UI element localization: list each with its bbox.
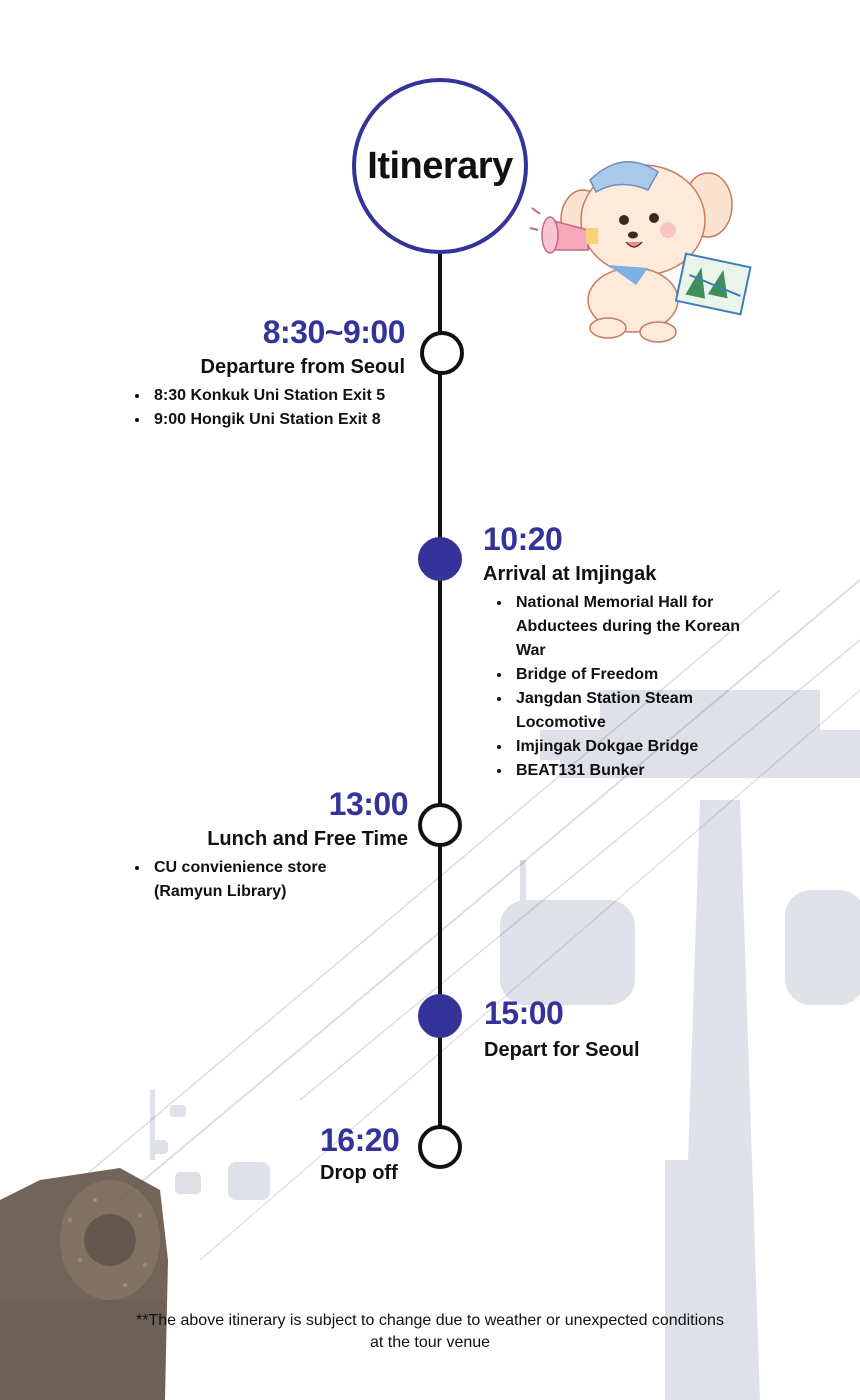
list-item: 8:30 Konkuk Uni Station Exit 5 <box>150 384 405 408</box>
timeline-line <box>438 250 442 1150</box>
list-item: 9:00 Hongik Uni Station Exit 8 <box>150 408 405 432</box>
stop-departure: 8:30~9:00 Departure from Seoul 8:30 Konk… <box>130 314 406 432</box>
list-item: Bridge of Freedom <box>512 663 763 687</box>
stop-heading: Arrival at Imjingak <box>483 563 657 585</box>
timeline-node-3 <box>418 803 462 847</box>
stop-heading: Depart for Seoul <box>484 1039 640 1061</box>
stop-heading: Lunch and Free Time <box>207 828 408 850</box>
stop-time: 10:20 <box>483 521 563 557</box>
timeline-node-4 <box>418 994 462 1038</box>
stop-items: National Memorial Hall for Abductees dur… <box>483 591 763 783</box>
stop-time: 16:20 <box>320 1122 400 1158</box>
stop-lunch: 13:00 Lunch and Free Time CU convienienc… <box>130 786 409 904</box>
stop-heading: Departure from Seoul <box>200 356 405 378</box>
timeline-node-2 <box>418 537 462 581</box>
list-item: BEAT131 Bunker <box>512 759 763 783</box>
title-circle: Itinerary <box>352 78 528 254</box>
stop-time: 8:30~9:00 <box>262 314 406 350</box>
stop-drop-off: 16:20 Drop off <box>320 1122 410 1186</box>
stop-depart-seoul: 15:00 Depart for Seoul <box>484 995 764 1063</box>
list-item: National Memorial Hall for Abductees dur… <box>512 591 763 663</box>
timeline-node-1 <box>420 331 464 375</box>
puppy-mascot-icon <box>529 161 752 343</box>
list-item: Jangdan Station Steam Locomotive <box>512 687 763 735</box>
stop-arrival: 10:20 Arrival at Imjingak National Memor… <box>483 521 763 783</box>
list-item: Imjingak Dokgae Bridge <box>512 735 763 759</box>
stop-items: CU convienience store (Ramyun Library) <box>130 856 365 904</box>
stop-items: 8:30 Konkuk Uni Station Exit 5 9:00 Hong… <box>130 384 405 432</box>
footnote: **The above itinerary is subject to chan… <box>136 1312 724 1351</box>
page-title: Itinerary <box>367 144 513 187</box>
steam-locomotive-image <box>0 1168 168 1400</box>
stop-time: 13:00 <box>328 786 409 822</box>
stop-time: 15:00 <box>484 995 564 1031</box>
timeline-node-5 <box>418 1125 462 1169</box>
list-item: CU convienience store (Ramyun Library) <box>150 856 365 904</box>
stop-heading: Drop off <box>320 1162 398 1184</box>
